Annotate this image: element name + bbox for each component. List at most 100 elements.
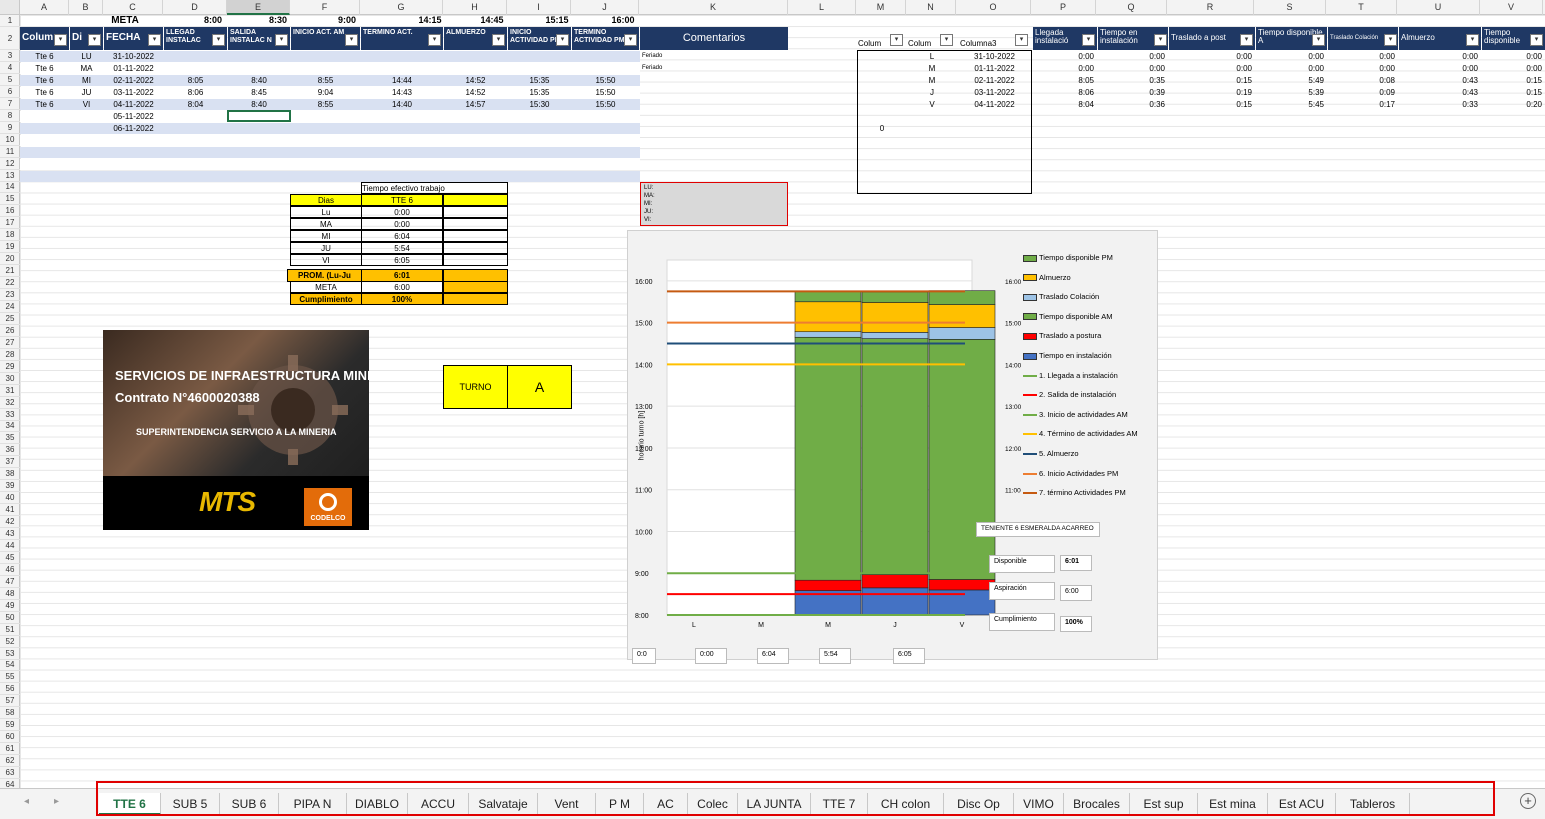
cell-i[interactable]: 15:30 <box>529 99 550 109</box>
row-header[interactable]: 50 <box>0 612 20 624</box>
cell-r[interactable]: 0:19 <box>1236 87 1252 97</box>
cell-a[interactable]: Tte 6 <box>35 52 54 61</box>
row-header[interactable]: 21 <box>0 265 20 278</box>
cell-o[interactable]: 03-11-2022 <box>974 87 1015 97</box>
cell-p[interactable]: 8:04 <box>1078 99 1094 109</box>
filter-dropdown-colS[interactable]: ▾ <box>1312 34 1325 46</box>
column-header-J[interactable]: J <box>571 0 639 15</box>
row-header[interactable]: 37 <box>0 456 20 469</box>
row-header[interactable]: 7 <box>0 98 20 110</box>
tab-scroll-left-icon[interactable]: ◂ <box>24 796 30 807</box>
cell-d[interactable]: 8:04 <box>187 99 204 109</box>
sheet-tab-est-sup[interactable]: Est sup <box>1130 793 1198 815</box>
column-header-R[interactable]: R <box>1167 0 1254 15</box>
tab-scroll-right-icon[interactable]: ▸ <box>54 796 60 807</box>
column-header-F[interactable]: F <box>290 0 360 15</box>
column-header-Q[interactable]: Q <box>1096 0 1167 15</box>
select-all-corner[interactable] <box>0 0 20 15</box>
cell-comment[interactable] <box>642 75 782 86</box>
column-header-L[interactable]: L <box>788 0 856 15</box>
cell-s[interactable]: 5:39 <box>1308 87 1324 97</box>
cell-u[interactable]: 0:43 <box>1462 87 1478 97</box>
filter-dropdown-colJ[interactable]: ▾ <box>624 34 637 46</box>
filter-dropdown-colP[interactable]: ▾ <box>1082 34 1095 46</box>
column-header-O[interactable]: O <box>956 0 1031 15</box>
cell-g[interactable] <box>361 63 443 74</box>
row-header[interactable]: 49 <box>0 600 20 612</box>
filter-dropdown-colD[interactable]: ▾ <box>212 34 225 46</box>
cell-q[interactable]: 0:35 <box>1149 75 1165 85</box>
filter-dropdown-colQ[interactable]: ▾ <box>1154 34 1167 46</box>
sheet-tab-sub-5[interactable]: SUB 5 <box>161 793 220 815</box>
row-header[interactable]: 5 <box>0 74 20 86</box>
filter-dropdown-colG[interactable]: ▾ <box>428 34 441 46</box>
row-header[interactable]: 27 <box>0 337 20 349</box>
row-header[interactable]: 30 <box>0 373 20 385</box>
cell-j[interactable] <box>572 63 639 74</box>
cell-b[interactable]: MI <box>82 75 91 85</box>
cell-g[interactable]: 14:43 <box>391 87 413 97</box>
row-header[interactable]: 62 <box>0 755 20 768</box>
row-header[interactable]: 34 <box>0 420 20 433</box>
cell-r[interactable]: 0:00 <box>1236 52 1252 61</box>
row-header[interactable]: 54 <box>0 659 20 672</box>
turno-value[interactable]: A <box>507 365 572 409</box>
cell-i[interactable]: 15:35 <box>529 87 550 97</box>
cell-o[interactable]: 31-10-2022 <box>974 52 1015 61</box>
sheet-tab-vimo[interactable]: VIMO <box>1014 793 1064 815</box>
row-header[interactable]: 6 <box>0 86 20 98</box>
comments-box[interactable]: LU: MA: MI: JU: VI: <box>640 182 788 226</box>
cell-p[interactable]: 8:06 <box>1078 87 1094 97</box>
row-header[interactable]: 15 <box>0 193 20 206</box>
cell-r[interactable]: 0:15 <box>1236 99 1252 109</box>
cell-i[interactable]: 15:35 <box>529 75 550 85</box>
filter-dropdown-colV[interactable]: ▾ <box>1530 34 1543 46</box>
cell-a[interactable]: Tte 6 <box>35 87 54 97</box>
cell-s[interactable]: 0:00 <box>1308 52 1324 61</box>
row-header[interactable]: 57 <box>0 695 20 708</box>
cell-g[interactable]: 14:40 <box>391 99 413 109</box>
cell-f[interactable]: 8:55 <box>317 99 334 109</box>
filter-dropdown-colB[interactable]: ▾ <box>88 34 101 46</box>
selected-cell[interactable] <box>227 110 291 122</box>
cell-v[interactable]: 0:20 <box>1526 99 1542 109</box>
row-header[interactable]: 39 <box>0 480 20 493</box>
row-header[interactable]: 33 <box>0 409 20 421</box>
sheet-tab-la-junta[interactable]: LA JUNTA <box>738 793 811 815</box>
cell-b[interactable] <box>70 111 103 122</box>
cell-n[interactable]: M <box>928 63 936 73</box>
cell-a[interactable]: Tte 6 <box>35 99 54 109</box>
row-header[interactable]: 1 <box>0 15 20 27</box>
row-header[interactable]: 28 <box>0 349 20 361</box>
row-header[interactable]: 4 <box>0 62 20 74</box>
cell-u[interactable]: 0:33 <box>1462 99 1478 109</box>
cell-r[interactable]: 0:15 <box>1236 75 1252 85</box>
cell-p[interactable]: 0:00 <box>1078 52 1094 61</box>
row-header[interactable]: 25 <box>0 313 20 325</box>
row-header[interactable]: 60 <box>0 731 20 744</box>
column-header-N[interactable]: N <box>906 0 956 15</box>
filter-dropdown-colN[interactable]: ▾ <box>940 34 953 46</box>
shift-time-chart[interactable]: 8:009:0010:0011:0012:0013:0014:0015:0016… <box>627 230 1158 660</box>
column-header-I[interactable]: I <box>507 0 571 15</box>
row-header[interactable]: 9 <box>0 122 20 134</box>
row-header[interactable]: 31 <box>0 385 20 397</box>
cell-v[interactable]: 0:15 <box>1526 87 1542 97</box>
cell-e[interactable]: 8:40 <box>251 75 267 85</box>
filter-dropdown-colH[interactable]: ▾ <box>492 34 505 46</box>
cell-j[interactable]: 15:50 <box>595 75 616 85</box>
cell-r[interactable]: 0:00 <box>1236 63 1252 73</box>
cell-u[interactable]: 0:00 <box>1462 52 1478 61</box>
row-header[interactable]: 45 <box>0 552 20 564</box>
cell-a[interactable] <box>20 123 69 134</box>
cell-h[interactable] <box>444 51 507 62</box>
cell-t[interactable]: 0:00 <box>1379 63 1395 73</box>
column-header-P[interactable]: P <box>1031 0 1096 15</box>
row-header[interactable]: 11 <box>0 146 20 158</box>
cell-j[interactable] <box>572 51 639 62</box>
cell-d[interactable]: 8:05 <box>187 75 204 85</box>
filter-dropdown-colO[interactable]: ▾ <box>1015 34 1028 46</box>
cell-m[interactable]: 0 <box>879 123 885 133</box>
